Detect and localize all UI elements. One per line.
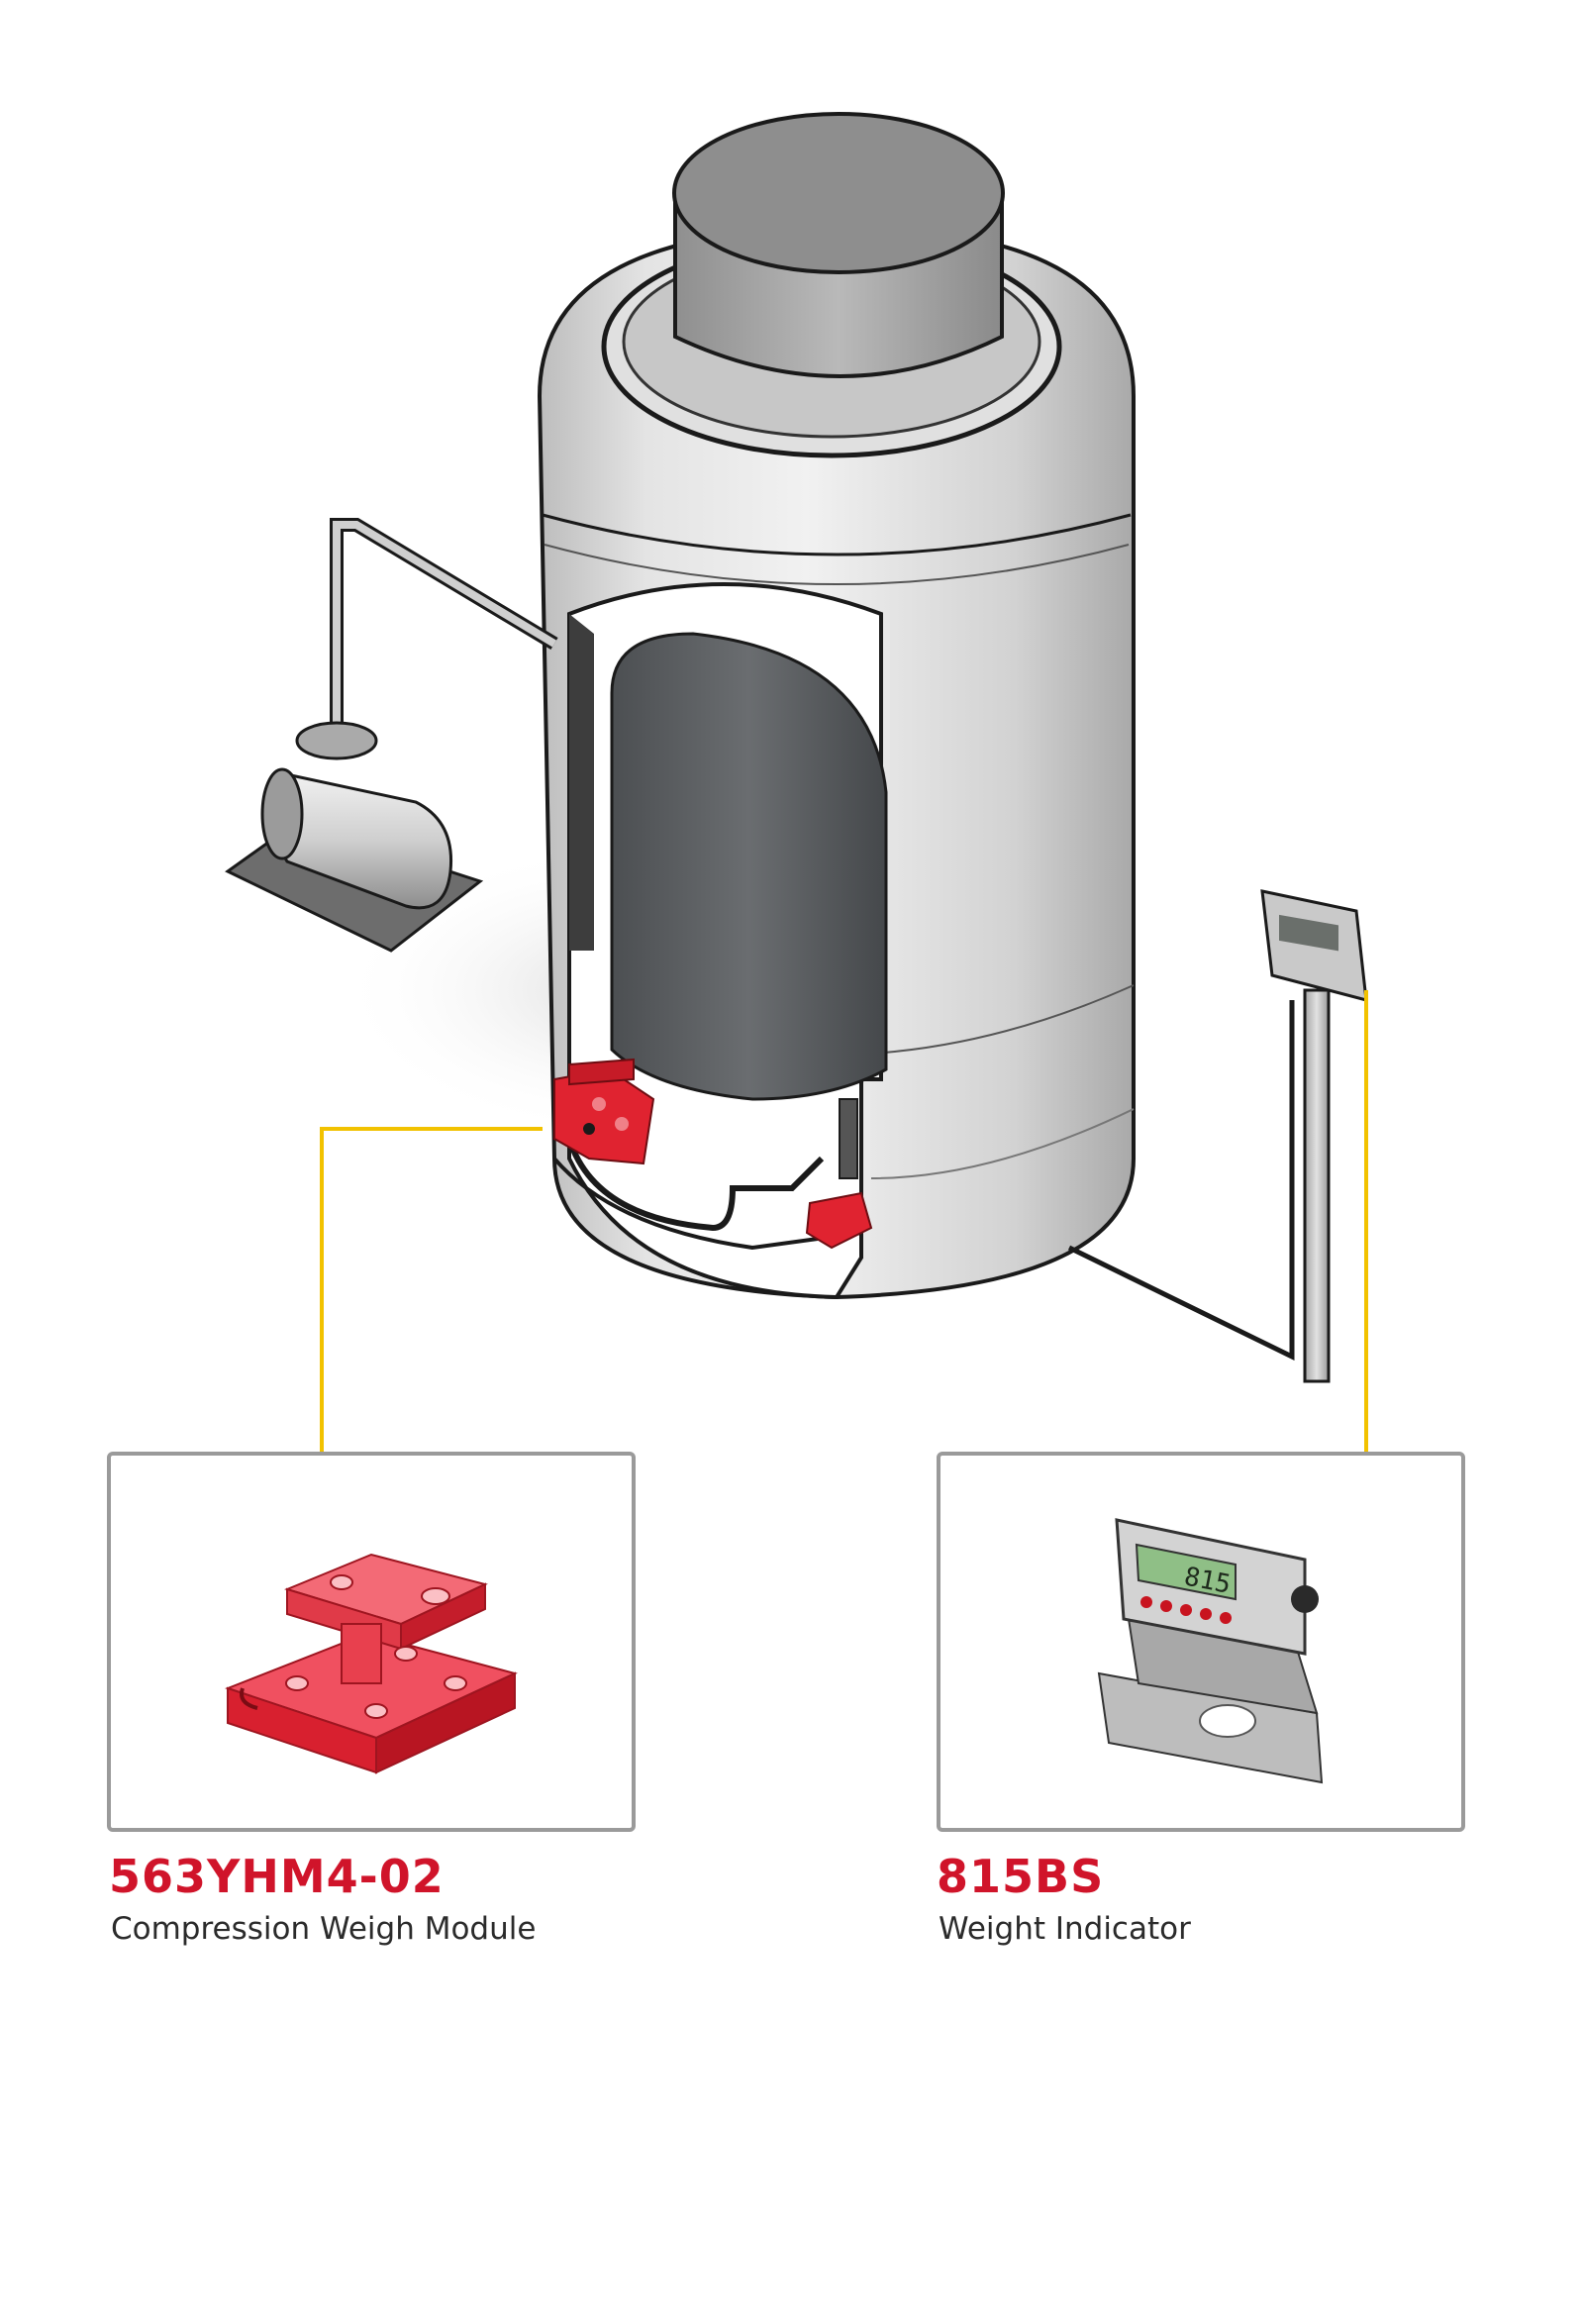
tank-weigh-module-right bbox=[805, 1098, 873, 1250]
indicator-post bbox=[1303, 988, 1331, 1383]
weigh-module-part-number: 563YHM4-02 bbox=[109, 1850, 445, 1903]
weigh-module-icon bbox=[225, 1553, 518, 1774]
inner-vessel bbox=[610, 632, 888, 1101]
tank-lid-top bbox=[672, 112, 1005, 274]
indicator-stand bbox=[1067, 889, 1368, 1383]
tank-weigh-module-left bbox=[553, 1058, 655, 1165]
weight-indicator-description: Weight Indicator bbox=[939, 1911, 1191, 1947]
indicator-lcd bbox=[1135, 1543, 1237, 1601]
indicator-head-screen bbox=[1279, 914, 1338, 952]
weight-indicator-part-number: 815BS bbox=[937, 1850, 1105, 1903]
pump-top bbox=[295, 721, 378, 760]
tank bbox=[537, 112, 1136, 1300]
cutaway-floor bbox=[552, 1157, 862, 1251]
weigh-module-description: Compression Weigh Module bbox=[111, 1911, 537, 1947]
indicator-cable bbox=[1067, 1000, 1295, 1362]
weight-indicator-icon: 815 bbox=[1097, 1518, 1324, 1784]
tank-band-top bbox=[542, 513, 1132, 556]
callout-line-left bbox=[320, 1127, 543, 1454]
pump-motor bbox=[225, 518, 558, 953]
indicator-knob bbox=[1291, 1585, 1319, 1613]
pump-end-cap bbox=[260, 767, 304, 860]
tank-band-top-2 bbox=[544, 544, 1130, 585]
cutaway-wall bbox=[569, 614, 594, 951]
internal-cable bbox=[566, 1138, 825, 1232]
tank-band-bottom-2 bbox=[870, 1108, 1135, 1179]
